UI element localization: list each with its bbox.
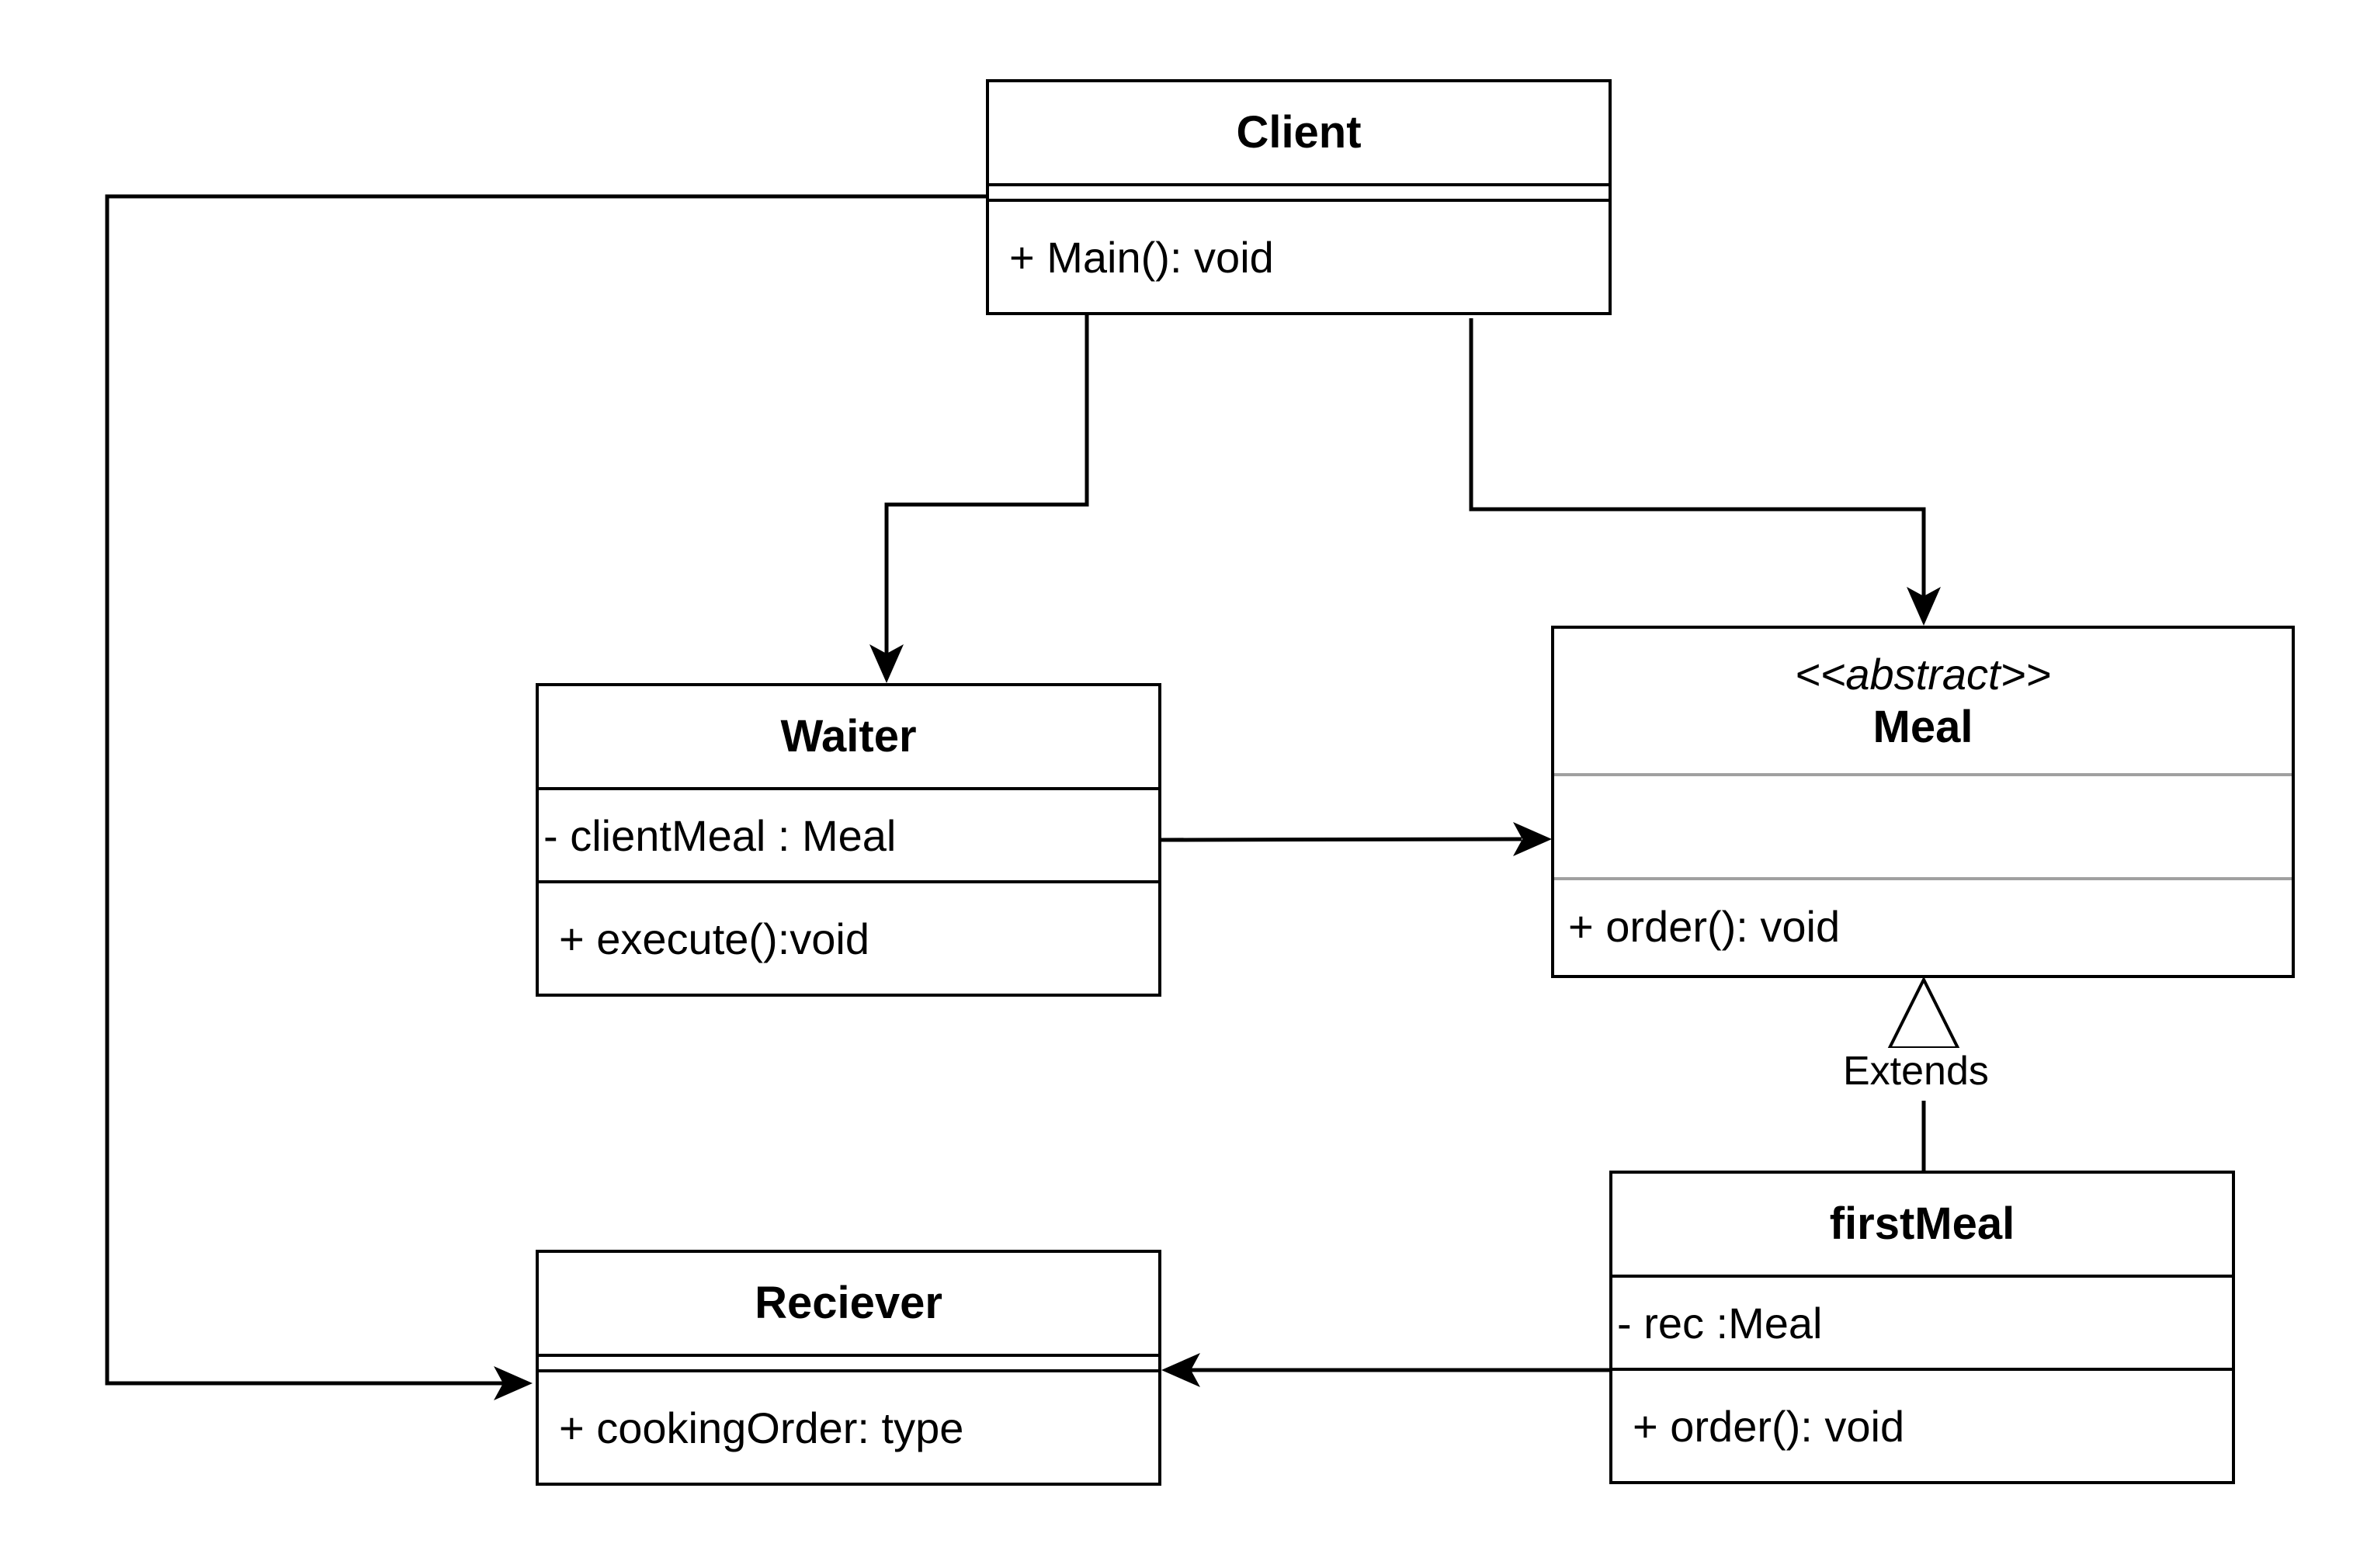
attributes-section: - rec :Meal (1612, 1278, 2232, 1371)
arrowhead-reciever-right (1161, 1353, 1200, 1387)
class-meal[interactable]: <<abstract>> Meal + order(): void (1551, 626, 2295, 978)
arrowhead-meal-left (1513, 822, 1552, 856)
extends-label: Extends (1840, 1048, 1992, 1094)
class-name: Waiter (780, 711, 917, 762)
arrowhead-reciever (494, 1366, 533, 1400)
attributes-section (989, 186, 1609, 202)
class-stereotype: <<abstract>> (1794, 649, 2051, 699)
edge-client-meal (1469, 318, 1926, 613)
attributes-section: - clientMeal : Meal (539, 790, 1158, 883)
class-client[interactable]: Client + Main(): void (986, 79, 1612, 315)
methods-section: + order(): void (1554, 880, 2292, 972)
edge-waiter-meal (1161, 837, 1522, 842)
methods-section: + order(): void (1612, 1371, 2232, 1481)
methods-section: + cookingOrder: type (539, 1372, 1158, 1483)
class-waiter[interactable]: Waiter - clientMeal : Meal + execute():v… (536, 683, 1161, 997)
method-cookingorder: + cookingOrder: type (559, 1403, 964, 1452)
arrowhead-waiter (869, 644, 904, 683)
class-name: firstMeal (1829, 1199, 2015, 1250)
class-name: Reciever (755, 1278, 942, 1329)
class-firstmeal[interactable]: firstMeal - rec :Meal + order(): void (1609, 1171, 2235, 1484)
attribute-clientmeal: - clientMeal : Meal (543, 810, 897, 860)
method-order: + order(): void (1568, 901, 1841, 951)
attribute-rec: - rec :Meal (1617, 1298, 1823, 1348)
methods-section: + Main(): void (989, 202, 1609, 312)
method-execute: + execute():void (559, 914, 869, 963)
generalization-triangle (1886, 976, 1961, 1049)
class-header: firstMeal (1612, 1174, 2232, 1278)
class-reciever[interactable]: Reciever + cookingOrder: type (536, 1250, 1161, 1486)
methods-section: + execute():void (539, 883, 1158, 994)
attributes-section (1554, 776, 2292, 880)
class-header: Waiter (539, 686, 1158, 790)
class-name: Meal (1872, 701, 1973, 752)
class-name: Client (1236, 107, 1362, 158)
class-header: <<abstract>> Meal (1554, 629, 2292, 776)
method-order: + order(): void (1633, 1401, 1905, 1451)
edge-client-reciever (105, 194, 986, 1386)
edge-client-waiter (884, 310, 1089, 668)
method-main: + Main(): void (1009, 232, 1274, 282)
class-header: Client (989, 82, 1609, 186)
attributes-section (539, 1357, 1158, 1372)
class-header: Reciever (539, 1253, 1158, 1357)
arrowhead-meal-top (1907, 587, 1941, 626)
